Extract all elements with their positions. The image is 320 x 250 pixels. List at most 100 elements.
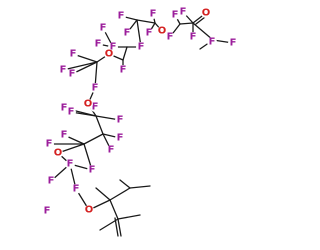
fluorine-atom-label: F — [42, 206, 52, 217]
atom-symbol: O — [202, 8, 211, 19]
bond-line — [136, 19, 156, 24]
bond-line — [122, 46, 128, 61]
fluorine-atom-label: F — [58, 65, 68, 76]
atom-symbol: F — [138, 42, 145, 53]
fluorine-atom-label: F — [90, 83, 100, 94]
fluorine-atom-label: F — [116, 11, 126, 22]
oxygen-atom-label: O — [157, 26, 167, 37]
fluorine-atom-label: F — [59, 130, 69, 141]
atom-symbol: F — [95, 39, 102, 50]
fluorine-atom-label: F — [67, 69, 77, 80]
atom-symbol: F — [44, 206, 51, 217]
bond-line — [83, 133, 104, 145]
atom-symbol: F — [100, 23, 107, 34]
atom-label-background — [136, 42, 146, 52]
atom-label-background — [42, 206, 52, 216]
fluorine-atom-label: F — [207, 37, 217, 48]
atom-label-background — [90, 83, 100, 93]
atom-symbol: O — [158, 26, 167, 37]
fluorine-atom-label: F — [93, 39, 103, 50]
bond-line — [117, 218, 122, 237]
fluorine-atom-label: F — [188, 32, 198, 43]
atom-label-background — [157, 26, 167, 36]
atom-symbol: F — [120, 65, 127, 76]
atom-symbol: F — [150, 9, 157, 20]
atom-symbol: O — [85, 205, 94, 216]
bond-line — [119, 179, 131, 189]
fluorine-atom-label: F — [87, 165, 97, 176]
atom-label-background — [46, 176, 56, 186]
atom-symbol: F — [92, 83, 99, 94]
fluorine-atom-label: F — [122, 28, 132, 39]
atom-symbol: F — [92, 102, 99, 113]
atom-symbol: F — [110, 42, 117, 53]
fluorine-atom-label: F — [44, 139, 54, 150]
fluorine-atom-label: F — [66, 107, 76, 118]
atom-label-background — [188, 32, 198, 42]
atom-symbol: F — [180, 7, 187, 18]
atom-symbol: O — [54, 148, 63, 159]
atom-symbol: F — [146, 28, 153, 39]
fluorine-atom-label: F — [170, 10, 180, 21]
atom-label-background — [178, 7, 188, 17]
atom-symbol: F — [61, 130, 68, 141]
oxygen-atom-label: O — [84, 205, 94, 216]
fluorine-atom-label: F — [65, 159, 75, 170]
atom-symbol: F — [172, 10, 179, 21]
atom-label-background — [84, 205, 94, 215]
atom-label-background — [59, 130, 69, 140]
fluorine-atom-label: F — [148, 9, 158, 20]
bond-line — [62, 61, 98, 71]
fluorine-atom-label: F — [228, 38, 238, 49]
atom-label-background — [118, 65, 128, 75]
atom-symbol: F — [190, 32, 197, 43]
atom-label-background — [148, 9, 158, 19]
atom-label-background — [116, 11, 126, 21]
fluorine-atom-label: F — [46, 176, 56, 187]
atom-label-background — [67, 69, 77, 79]
atom-symbol: F — [46, 139, 53, 150]
fluorine-atom-label: F — [165, 32, 175, 43]
atom-symbol: F — [73, 184, 80, 195]
fluorine-atom-label: F — [98, 23, 108, 34]
fluorine-atom-label: F — [178, 7, 188, 18]
atom-label-background — [201, 8, 211, 18]
atom-symbol: F — [48, 176, 55, 187]
atom-symbol: O — [84, 99, 93, 110]
atom-symbol: F — [117, 133, 124, 144]
atom-symbol: F — [61, 103, 68, 114]
atom-label-background — [83, 99, 93, 109]
oxygen-atom-label: O — [53, 148, 63, 159]
atom-symbol: F — [124, 28, 131, 39]
bond-line — [179, 22, 194, 25]
fluorine-atom-label: F — [136, 42, 146, 53]
fluorine-atom-label: F — [115, 133, 125, 144]
fluorine-atom-label: F — [144, 28, 154, 39]
atom-label-background — [228, 38, 238, 48]
bond-line — [95, 115, 104, 135]
bond-line — [109, 187, 131, 201]
atom-symbol: F — [118, 11, 125, 22]
atom-label-background — [207, 37, 217, 47]
fluorine-atom-label: F — [118, 65, 128, 76]
atom-symbol: F — [167, 32, 174, 43]
oxygen-atom-label: O — [83, 99, 93, 110]
atom-symbol: F — [108, 145, 115, 156]
atom-label-background — [122, 28, 132, 38]
atom-symbol: F — [67, 159, 74, 170]
fluorine-atom-label: F — [68, 49, 78, 60]
atom-label-background — [66, 107, 76, 117]
atom-symbol: F — [69, 69, 76, 80]
bond-line — [117, 214, 141, 220]
atom-symbol: F — [68, 107, 75, 118]
oxygen-atom-label: O — [201, 8, 211, 19]
atom-label-background — [106, 145, 116, 155]
atom-label-background — [65, 159, 75, 169]
bond-line — [129, 185, 151, 189]
bond-line — [95, 187, 111, 201]
atom-label-background — [93, 39, 103, 49]
fluorine-atom-label: F — [71, 184, 81, 195]
atom-label-background — [144, 28, 154, 38]
